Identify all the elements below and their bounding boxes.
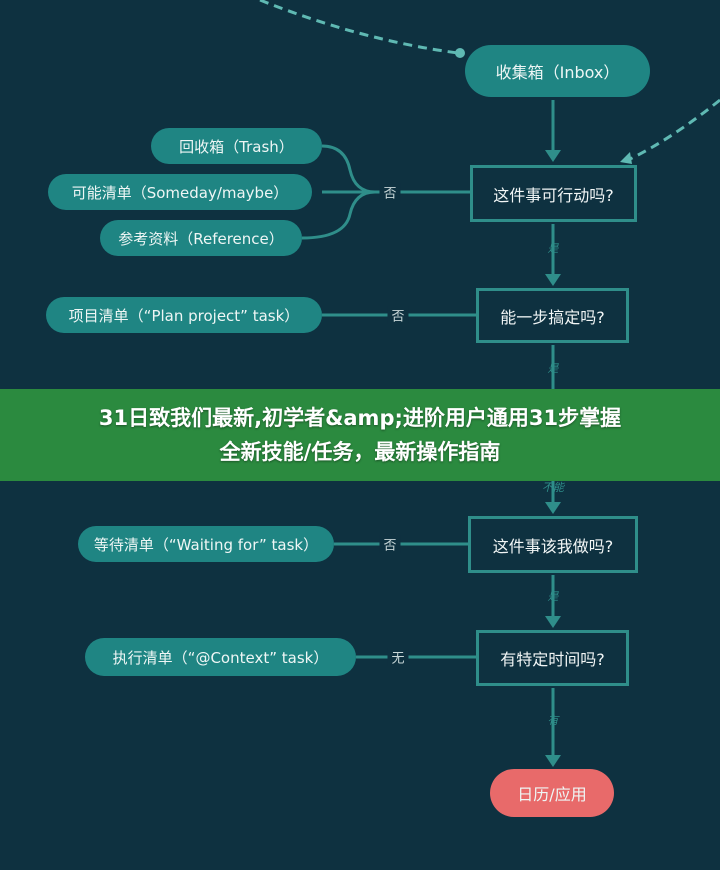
inbox-node: 收集箱（Inbox） [465,45,650,97]
title-banner: 31日致我们最新,初学者&amp;进阶用户通用31步掌握 全新技能/任务，最新操… [0,389,720,481]
project-list-node: 项目清单（“Plan project” task） [46,297,322,333]
yes-label: 是 [547,362,559,375]
trash-node: 回收箱（Trash） [151,128,322,164]
none-label: 无 [387,647,409,667]
banner-title-line2: 全新技能/任务，最新操作指南 [219,440,501,464]
context-list-node: 执行清单（“@Context” task） [85,638,356,676]
cannot-label: 不能 [542,481,564,494]
banner-title-line1: 31日致我们最新,初学者&amp;进阶用户通用31步掌握 [98,406,622,430]
yes-label: 是 [547,242,559,255]
question-specific-time: 有特定时间吗? [476,630,629,686]
question-one-step: 能一步搞定吗? [476,288,629,343]
waiting-for-node: 等待清单（“Waiting for” task） [78,526,334,562]
reference-node: 参考资料（Reference） [100,220,302,256]
has-label: 有 [547,714,559,727]
yes-label: 是 [547,590,559,603]
no-label: 否 [379,182,401,202]
no-label: 否 [379,534,401,554]
someday-maybe-node: 可能清单（Someday/maybe） [48,174,312,210]
no-label: 否 [387,305,409,325]
dot-marker [455,48,465,58]
question-actionable: 这件事可行动吗? [470,165,637,222]
dashed-return-line-right [627,98,720,162]
dashed-return-line-top [259,0,459,55]
question-my-task: 这件事该我做吗? [468,516,638,573]
calendar-node: 日历/应用 [490,769,614,817]
